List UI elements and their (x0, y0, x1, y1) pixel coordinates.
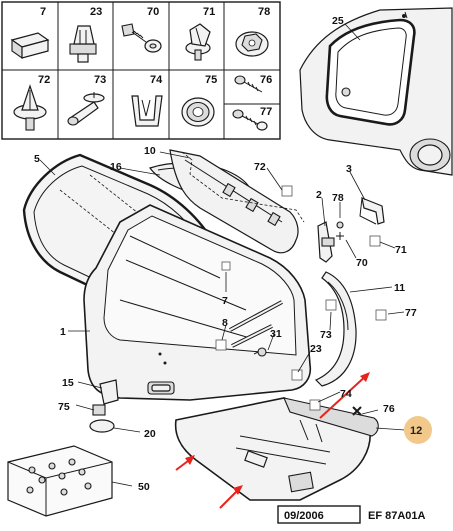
label-73: 73 (320, 329, 332, 341)
highlight-12 (404, 416, 432, 444)
grid-cell-num: 7 (40, 6, 46, 18)
bracket-3 (359, 197, 385, 225)
spoiler-trim (169, 149, 299, 254)
nut-78 (336, 221, 344, 229)
ref-squares (215, 185, 387, 411)
push-rivet-icon (185, 23, 211, 61)
label-25: 25 (332, 15, 344, 27)
label-76: 76 (383, 403, 395, 415)
grid-cell-num: 75 (205, 74, 217, 86)
label-78: 78 (332, 192, 344, 204)
label-16: 16 (110, 161, 122, 173)
footer: 09/2006 EF 87A01A (277, 505, 426, 524)
grid-cell-num: 74 (150, 74, 163, 86)
label-1: 1 (60, 326, 66, 338)
label-50: 50 (138, 481, 150, 493)
stud-rivet-icon (67, 92, 105, 126)
part-labels: 25 5 16 10 72 3 2 78 71 70 11 77 73 7 8 … (34, 15, 422, 493)
label-3: 3 (346, 163, 352, 175)
grid-cell-num: 72 (38, 74, 50, 86)
label-23: 23 (310, 343, 322, 355)
grid-cell-num: 77 (260, 106, 272, 118)
pin-clip-icon (13, 84, 47, 131)
spring-clip-icon (131, 95, 163, 127)
grid-cell-num: 23 (90, 6, 102, 18)
label-2: 2 (316, 189, 322, 201)
car-rear-view (299, 7, 453, 176)
label-77: 77 (405, 307, 417, 319)
hex-nut-icon (235, 31, 269, 57)
plug-block-icon (10, 32, 50, 60)
clips-box (7, 445, 113, 517)
label-7: 7 (222, 295, 228, 307)
grommet-75 (92, 404, 106, 416)
cross-marker (352, 406, 362, 416)
label-71: 71 (395, 244, 407, 256)
label-70: 70 (356, 257, 368, 269)
grid-cell-num: 71 (203, 6, 215, 18)
label-11: 11 (394, 282, 405, 294)
label-12: 12 (410, 425, 422, 437)
bolt-washer-icon (121, 23, 162, 53)
red-arrows (175, 372, 370, 509)
label-72: 72 (254, 161, 266, 173)
bracket-2 (317, 221, 335, 263)
cross-70 (336, 232, 344, 240)
label-74: 74 (340, 388, 352, 400)
clip-icon (69, 25, 97, 63)
side-trim (314, 271, 357, 387)
dashed-frame (181, 151, 305, 223)
footer-date: 09/2006 (284, 510, 324, 522)
grommet-icon (181, 97, 215, 127)
rear-bumper (174, 397, 379, 501)
label-5: 5 (34, 153, 40, 165)
label-75: 75 (58, 401, 70, 413)
bracket-15 (99, 379, 119, 405)
parts-grid: 7 23 70 71 78 72 73 74 75 76 77 (1, 1, 281, 140)
label-8: 8 (222, 317, 228, 329)
screw-icon (234, 75, 263, 93)
leader-lines (39, 23, 406, 487)
grid-cell-num: 76 (260, 74, 272, 86)
screw-icon (232, 109, 268, 131)
gas-strut (229, 300, 283, 357)
grid-cell-num: 70 (147, 6, 159, 18)
label-15: 15 (62, 377, 74, 389)
label-20: 20 (144, 428, 156, 440)
pad-20 (89, 419, 115, 433)
label-31: 31 (270, 328, 282, 340)
footer-ref: EF 87A01A (368, 510, 426, 522)
grid-cell-num: 73 (94, 74, 106, 86)
label-10: 10 (144, 145, 156, 157)
grid-cell-num: 78 (258, 6, 270, 18)
